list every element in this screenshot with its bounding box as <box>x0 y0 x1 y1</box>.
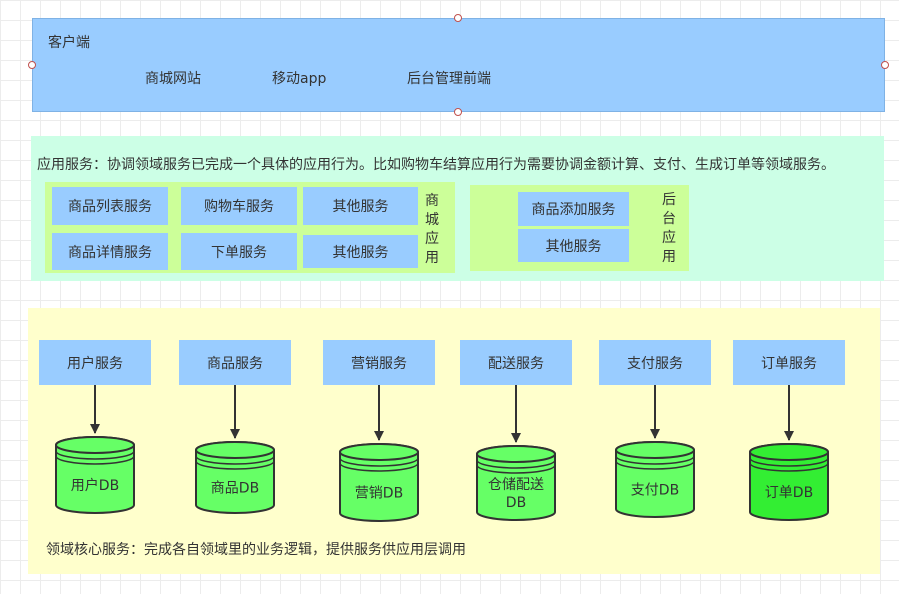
mall-app-group[interactable]: 商品列表服务 购物车服务 其他服务 商品详情服务 下单服务 其他服务 商城应用 <box>45 182 455 273</box>
admin-app-group[interactable]: 商品添加服务 其他服务 后台应用 <box>470 185 689 271</box>
warehouse-delivery-db-label: 仓储配送 <box>488 477 544 493</box>
order-service[interactable]: 下单服务 <box>181 233 297 270</box>
payment-db-label: 支付DB <box>631 483 679 499</box>
marketing-db-label: 营销DB <box>355 486 403 502</box>
domain-description: 领域核心服务：完成各自领域里的业务逻辑，提供服务供应用层调用 <box>46 542 466 558</box>
payment-service[interactable]: 支付服务 <box>599 340 711 385</box>
client-item-mall-website: 商城网站 <box>145 71 201 87</box>
product-detail-service[interactable]: 商品详情服务 <box>52 233 168 270</box>
client-item-admin-frontend: 后台管理前端 <box>407 71 491 87</box>
order-domain-service[interactable]: 订单服务 <box>733 340 845 385</box>
client-item-mobile-app: 移动app <box>272 71 327 87</box>
order-db-label: 订单DB <box>765 485 813 501</box>
product-db-cylinder[interactable]: 商品DB <box>195 441 275 514</box>
resize-handle-left[interactable] <box>28 61 36 69</box>
client-layer[interactable]: 客户端 商城网站 移动app 后台管理前端 <box>32 18 885 112</box>
application-description: 应用服务：协调领域服务已完成一个具体的应用行为。比如购物车结算应用行为需要协调金… <box>37 157 835 173</box>
warehouse-delivery-db-cylinder[interactable]: 仓储配送 DB <box>476 445 556 521</box>
resize-handle-right[interactable] <box>881 61 889 69</box>
payment-db-cylinder[interactable]: 支付DB <box>615 441 695 518</box>
user-service[interactable]: 用户服务 <box>39 340 151 385</box>
order-db-cylinder[interactable]: 订单DB <box>749 443 829 521</box>
product-list-service[interactable]: 商品列表服务 <box>52 187 168 225</box>
resize-handle-bottom[interactable] <box>454 108 462 116</box>
product-add-service[interactable]: 商品添加服务 <box>518 192 629 226</box>
other-service-1[interactable]: 其他服务 <box>303 187 418 225</box>
marketing-db-cylinder[interactable]: 营销DB <box>339 443 419 522</box>
warehouse-delivery-db-label: DB <box>506 495 526 511</box>
mall-app-label: 商城应用 <box>425 193 439 266</box>
user-db-cylinder[interactable]: 用户DB <box>55 436 135 514</box>
admin-other-service[interactable]: 其他服务 <box>518 229 629 262</box>
client-title: 客户端 <box>48 35 90 51</box>
user-db-label: 用户DB <box>71 477 119 494</box>
product-db-label: 商品DB <box>211 481 259 497</box>
delivery-service[interactable]: 配送服务 <box>460 340 572 385</box>
admin-app-label: 后台应用 <box>662 192 676 265</box>
resize-handle-top[interactable] <box>454 14 462 22</box>
marketing-service[interactable]: 营销服务 <box>323 340 435 385</box>
cart-service[interactable]: 购物车服务 <box>181 187 297 225</box>
other-service-2[interactable]: 其他服务 <box>303 235 418 268</box>
product-service[interactable]: 商品服务 <box>179 340 291 385</box>
